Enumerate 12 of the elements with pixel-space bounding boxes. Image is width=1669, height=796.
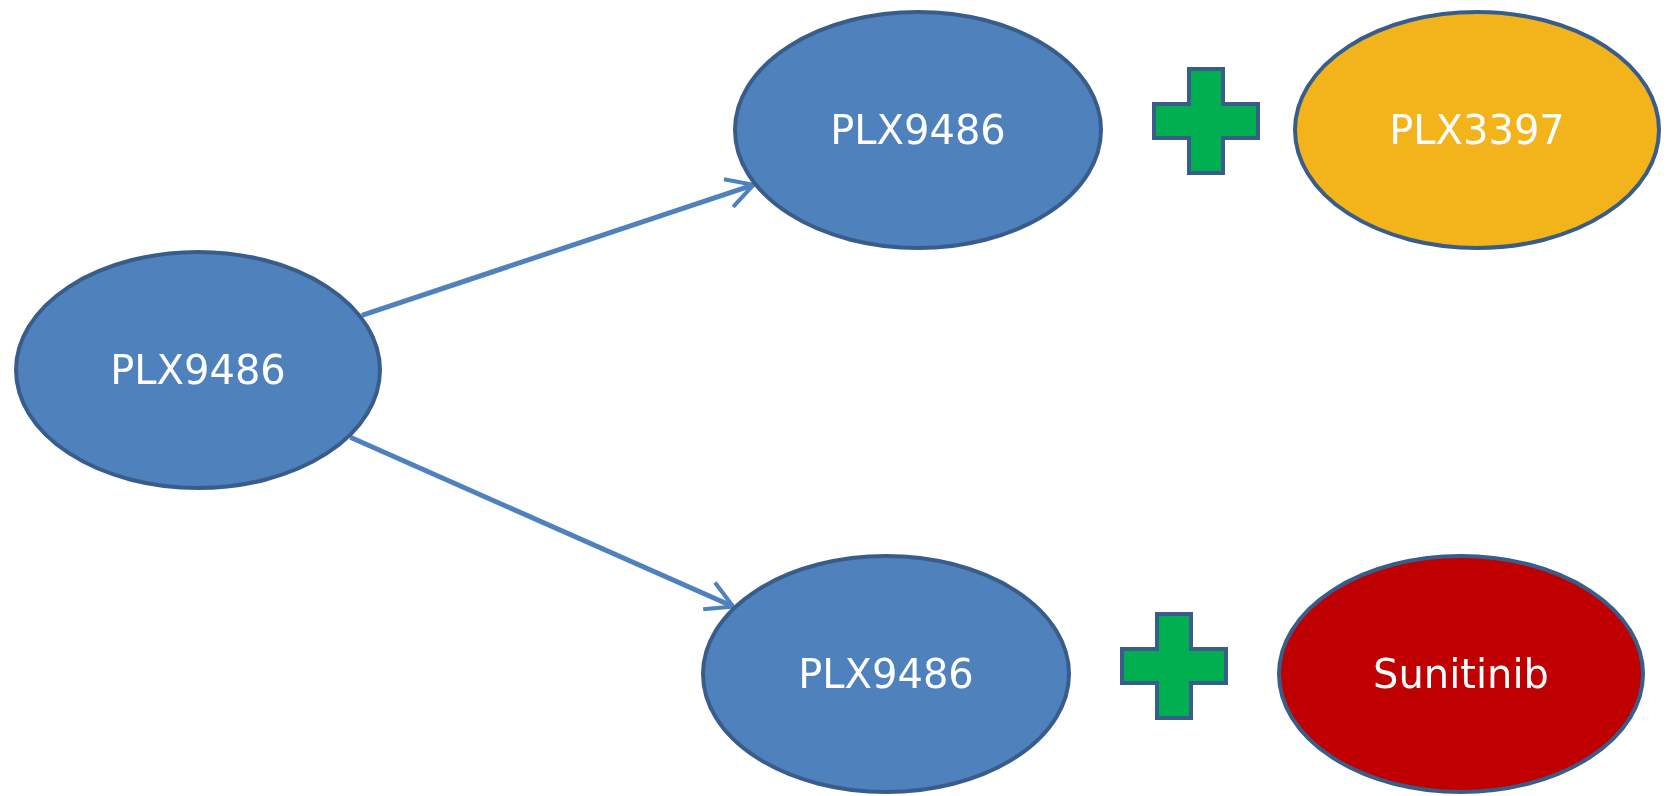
ellipse-node	[14, 250, 382, 490]
arrow	[349, 435, 736, 612]
node-label: PLX3397	[1389, 107, 1565, 153]
ellipse-node	[701, 554, 1071, 794]
node-label: PLX9486	[798, 651, 974, 697]
ellipse-node	[1277, 554, 1645, 794]
ellipse-node	[733, 10, 1103, 250]
ellipse-node	[1293, 10, 1661, 250]
node-label: PLX9486	[110, 347, 286, 393]
node-label: PLX9486	[830, 107, 1006, 153]
arrow	[361, 177, 756, 318]
node-label: Sunitinib	[1373, 651, 1549, 697]
